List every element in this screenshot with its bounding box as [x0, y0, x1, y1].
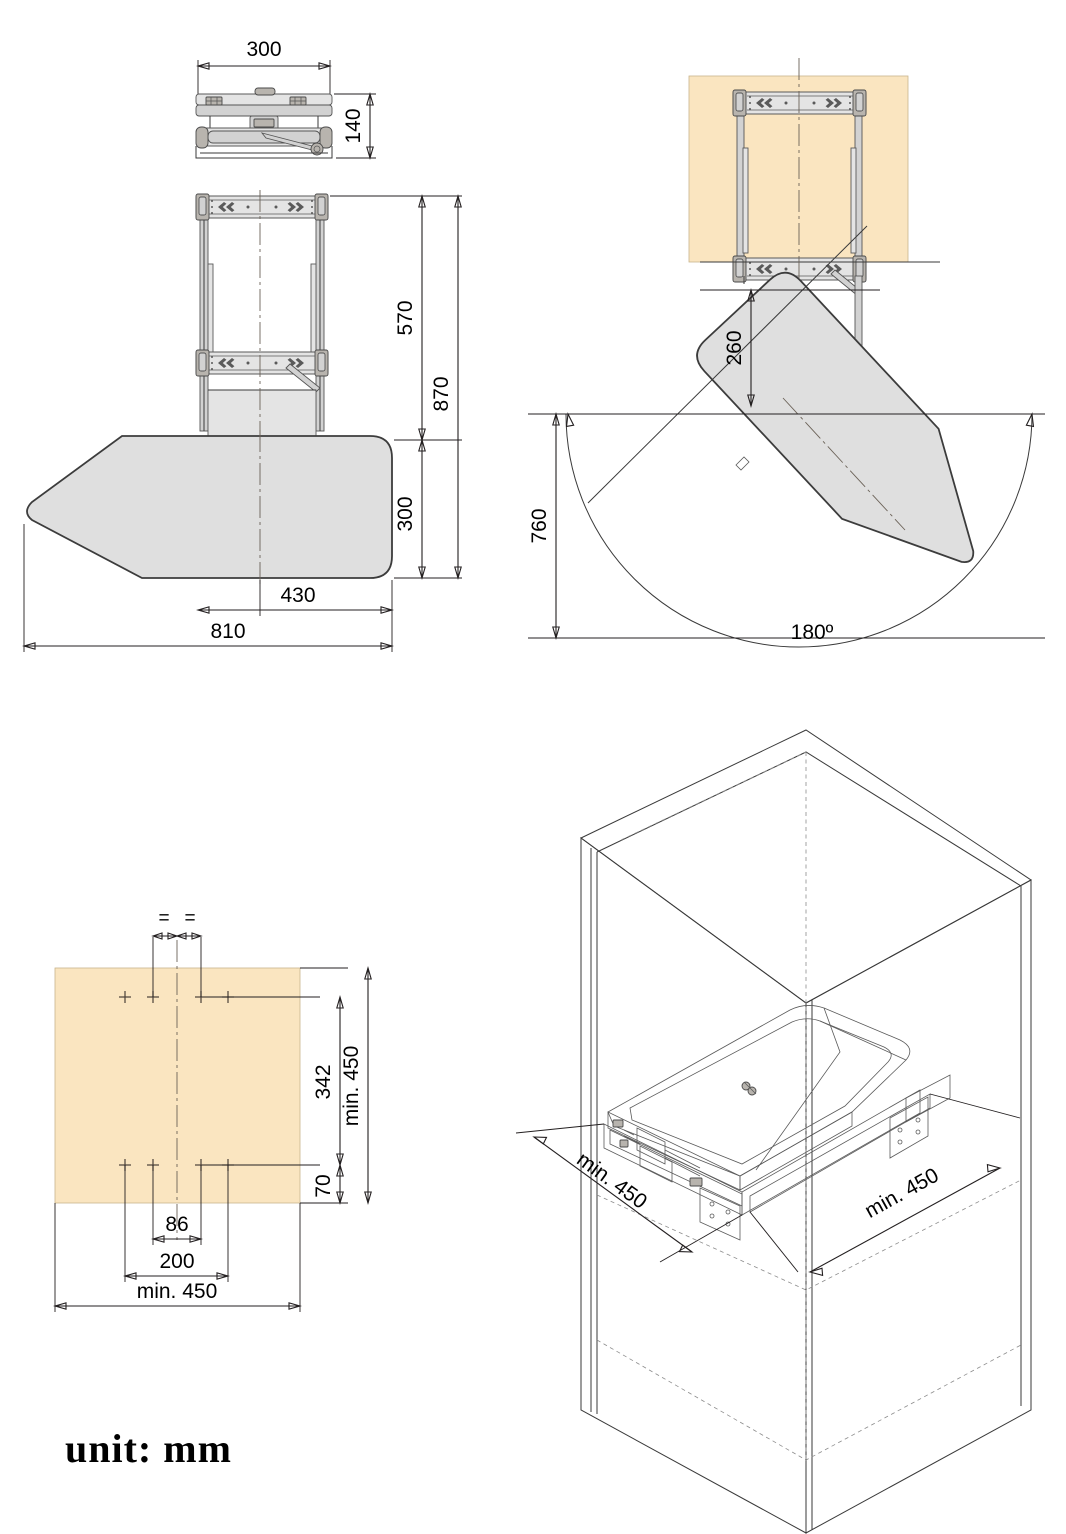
slide-rail-lower — [195, 349, 329, 377]
cabinet-right-wall — [805, 879, 1032, 1534]
hole-mark — [119, 991, 131, 1003]
dim-hole-spacing-outer: 200 — [123, 1250, 230, 1280]
dim-label-140: 140 — [342, 108, 365, 143]
dim-panel-width-min: min. 450 — [53, 1203, 302, 1312]
extended-assembly-front — [195, 193, 329, 446]
dim-equal-spacing: = = — [151, 908, 203, 940]
rotation-plan-view: 260 760 180º — [528, 58, 1045, 648]
dim-label-430: 430 — [280, 584, 315, 607]
dim-label-min450-vertical: min. 450 — [340, 1046, 363, 1127]
board-diagonal-centerline — [782, 397, 906, 531]
dim-label-min450-width: min. 450 — [861, 1164, 943, 1223]
dim-panel-height-min: min. 450 — [340, 966, 372, 1205]
board-axis-line — [587, 225, 868, 504]
dim-top-width: 300 — [196, 38, 332, 100]
swing-arc-180 — [565, 413, 1033, 648]
dim-hole-spacing-inner: 86 — [151, 1213, 203, 1243]
dim-board-width: 810 — [22, 524, 394, 652]
dim-label-180deg: 180º — [791, 621, 834, 644]
ironing-board-rotated — [696, 271, 975, 564]
dim-label-870: 870 — [430, 376, 453, 411]
unit-label: unit: mm — [65, 1426, 232, 1471]
dim-label-810: 810 — [210, 620, 245, 643]
slide-rail-upper — [195, 193, 329, 221]
dim-bottom-offset: 70 — [312, 1163, 344, 1205]
template-panel — [54, 967, 301, 1204]
dim-board-half-width: 430 — [196, 580, 394, 616]
dim-label-342: 342 — [312, 1064, 335, 1099]
dim-label-570: 570 — [394, 300, 417, 335]
dim-label-min450-horizontal: min. 450 — [137, 1280, 218, 1303]
dim-label-760: 760 — [528, 508, 551, 543]
dim-board-depth: 260 — [700, 288, 880, 408]
cabinet-isometric-view: min. 450 min. 450 — [515, 729, 1032, 1534]
front-elevation-view: 300 — [22, 38, 462, 652]
dim-hole-row-spacing: 342 — [312, 995, 344, 1167]
ironing-board-iso — [607, 1005, 911, 1191]
dim-top-height: 140 — [334, 92, 376, 160]
folded-assembly-side — [195, 87, 333, 159]
slide-rail-lower-plan — [732, 255, 867, 283]
rotation-frame — [700, 89, 940, 377]
ironing-board-plan — [26, 430, 393, 586]
dim-cabinet-depth-min: min. 450 — [515, 1123, 743, 1263]
dim-vertical-group: 570 300 870 — [330, 194, 462, 580]
dim-swing-radius: 760 — [528, 412, 1045, 640]
drilling-template-view: = = 342 70 — [53, 908, 372, 1312]
dim-label-300: 300 — [246, 38, 281, 61]
dim-label-260: 260 — [723, 330, 746, 365]
dim-label-70: 70 — [312, 1174, 335, 1197]
slide-rail-upper-plan — [732, 89, 867, 117]
dim-label-86: 86 — [165, 1213, 188, 1236]
dim-label-200: 200 — [159, 1250, 194, 1273]
slide-rails-iso — [603, 1074, 951, 1241]
equal-mark-right: = — [184, 908, 195, 929]
equal-mark-left: = — [158, 908, 169, 929]
dim-label-300: 300 — [394, 496, 417, 531]
